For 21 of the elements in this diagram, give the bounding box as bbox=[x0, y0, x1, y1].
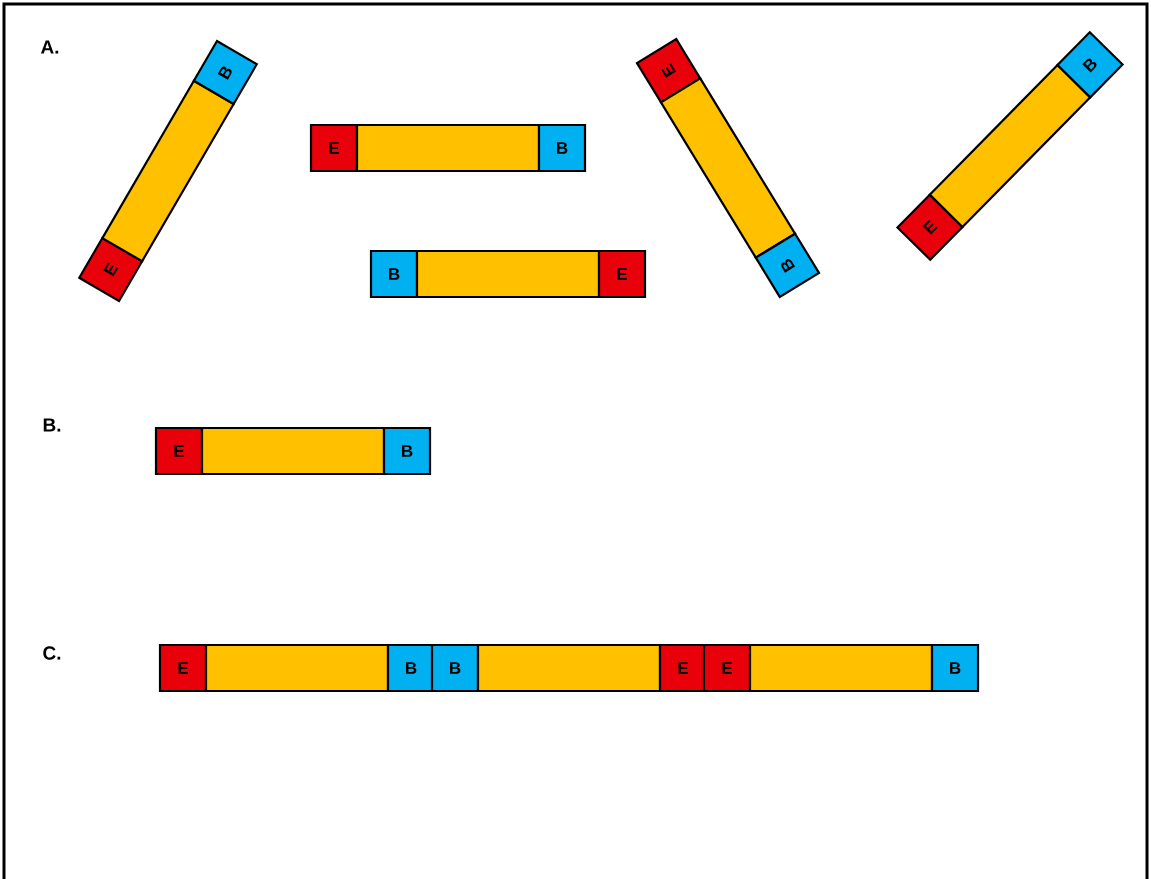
letter-square: E bbox=[309, 123, 359, 173]
letter-square: E bbox=[658, 643, 708, 693]
letter-square: E bbox=[154, 426, 204, 476]
letter-square: B bbox=[537, 123, 587, 173]
letter-square: B bbox=[369, 249, 419, 299]
letter-square: E bbox=[702, 643, 752, 693]
rod-segment bbox=[204, 643, 390, 693]
panel-label: B. bbox=[43, 418, 61, 432]
panel-label: C. bbox=[43, 646, 61, 660]
rod-segment bbox=[200, 426, 386, 476]
panel-label: A. bbox=[40, 40, 59, 54]
rod-segment bbox=[355, 123, 541, 173]
letter-square: E bbox=[158, 643, 208, 693]
rod-segment bbox=[748, 643, 934, 693]
letter-square: B bbox=[430, 643, 480, 693]
letter-square: B bbox=[930, 643, 980, 693]
letter-square: B bbox=[386, 643, 436, 693]
letter-square: E bbox=[597, 249, 647, 299]
rod-segment bbox=[476, 643, 662, 693]
letter-square: B bbox=[382, 426, 432, 476]
rod-segment bbox=[415, 249, 601, 299]
